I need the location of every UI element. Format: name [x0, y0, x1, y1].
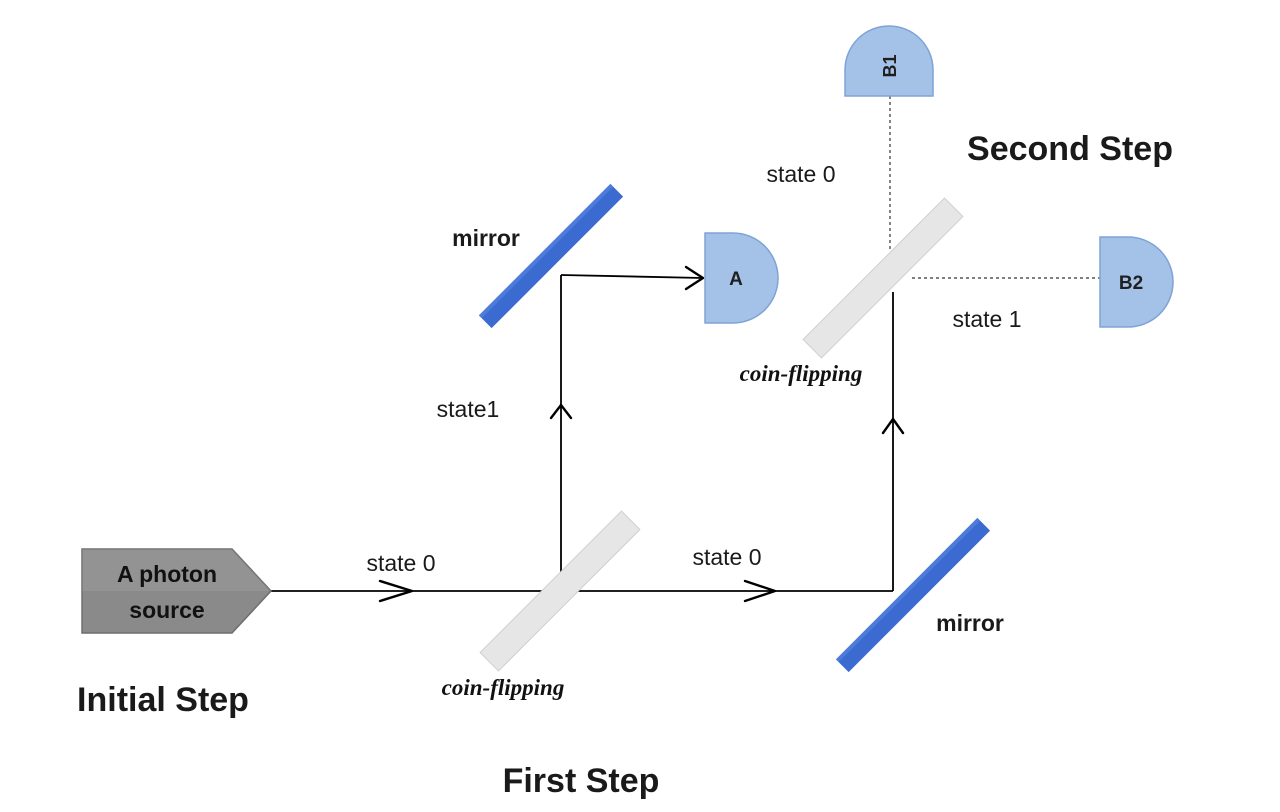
label-second-state1: state 1 — [952, 306, 1021, 332]
lower-mirror — [835, 517, 991, 673]
label-second-state0: state 0 — [766, 161, 835, 187]
label-lower-mirror: mirror — [936, 610, 1004, 636]
label-lower-state0: state 0 — [692, 544, 761, 570]
detector-a-label: A — [729, 269, 743, 290]
title-second-step: Second Step — [967, 130, 1173, 168]
photon-source: A photon source — [81, 548, 273, 634]
beam-mirror-to-a — [560, 274, 704, 279]
second-coin-splitter — [802, 197, 964, 359]
detector-b1-label: B1 — [880, 54, 900, 77]
title-first-step: First Step — [503, 762, 660, 800]
arrowheads — [378, 265, 905, 603]
source-label-line1: A photon — [117, 561, 217, 587]
dashed-outputs — [889, 96, 1100, 279]
arrow-right-to-a — [684, 265, 705, 291]
arrow-right-state0 — [743, 579, 777, 603]
upper-mirror — [478, 183, 624, 329]
label-state1: state1 — [437, 396, 500, 422]
detector-a: A — [704, 232, 779, 324]
label-second-coin: coin-flipping — [740, 361, 863, 386]
beam-paths — [270, 274, 894, 592]
first-coin-splitter — [479, 510, 641, 672]
detector-b1: B1 — [844, 25, 934, 97]
detector-b2: B2 — [1099, 236, 1174, 328]
source-label-line2: source — [129, 597, 204, 623]
detector-b2-label: B2 — [1119, 273, 1143, 294]
label-upper-mirror: mirror — [452, 225, 520, 251]
label-first-coin: coin-flipping — [442, 675, 565, 700]
label-source-state0: state 0 — [366, 550, 435, 576]
title-initial-step: Initial Step — [77, 681, 249, 719]
arrow-up-state1 — [549, 403, 573, 420]
arrow-up-second — [881, 417, 905, 435]
arrow-right-source — [378, 579, 414, 603]
